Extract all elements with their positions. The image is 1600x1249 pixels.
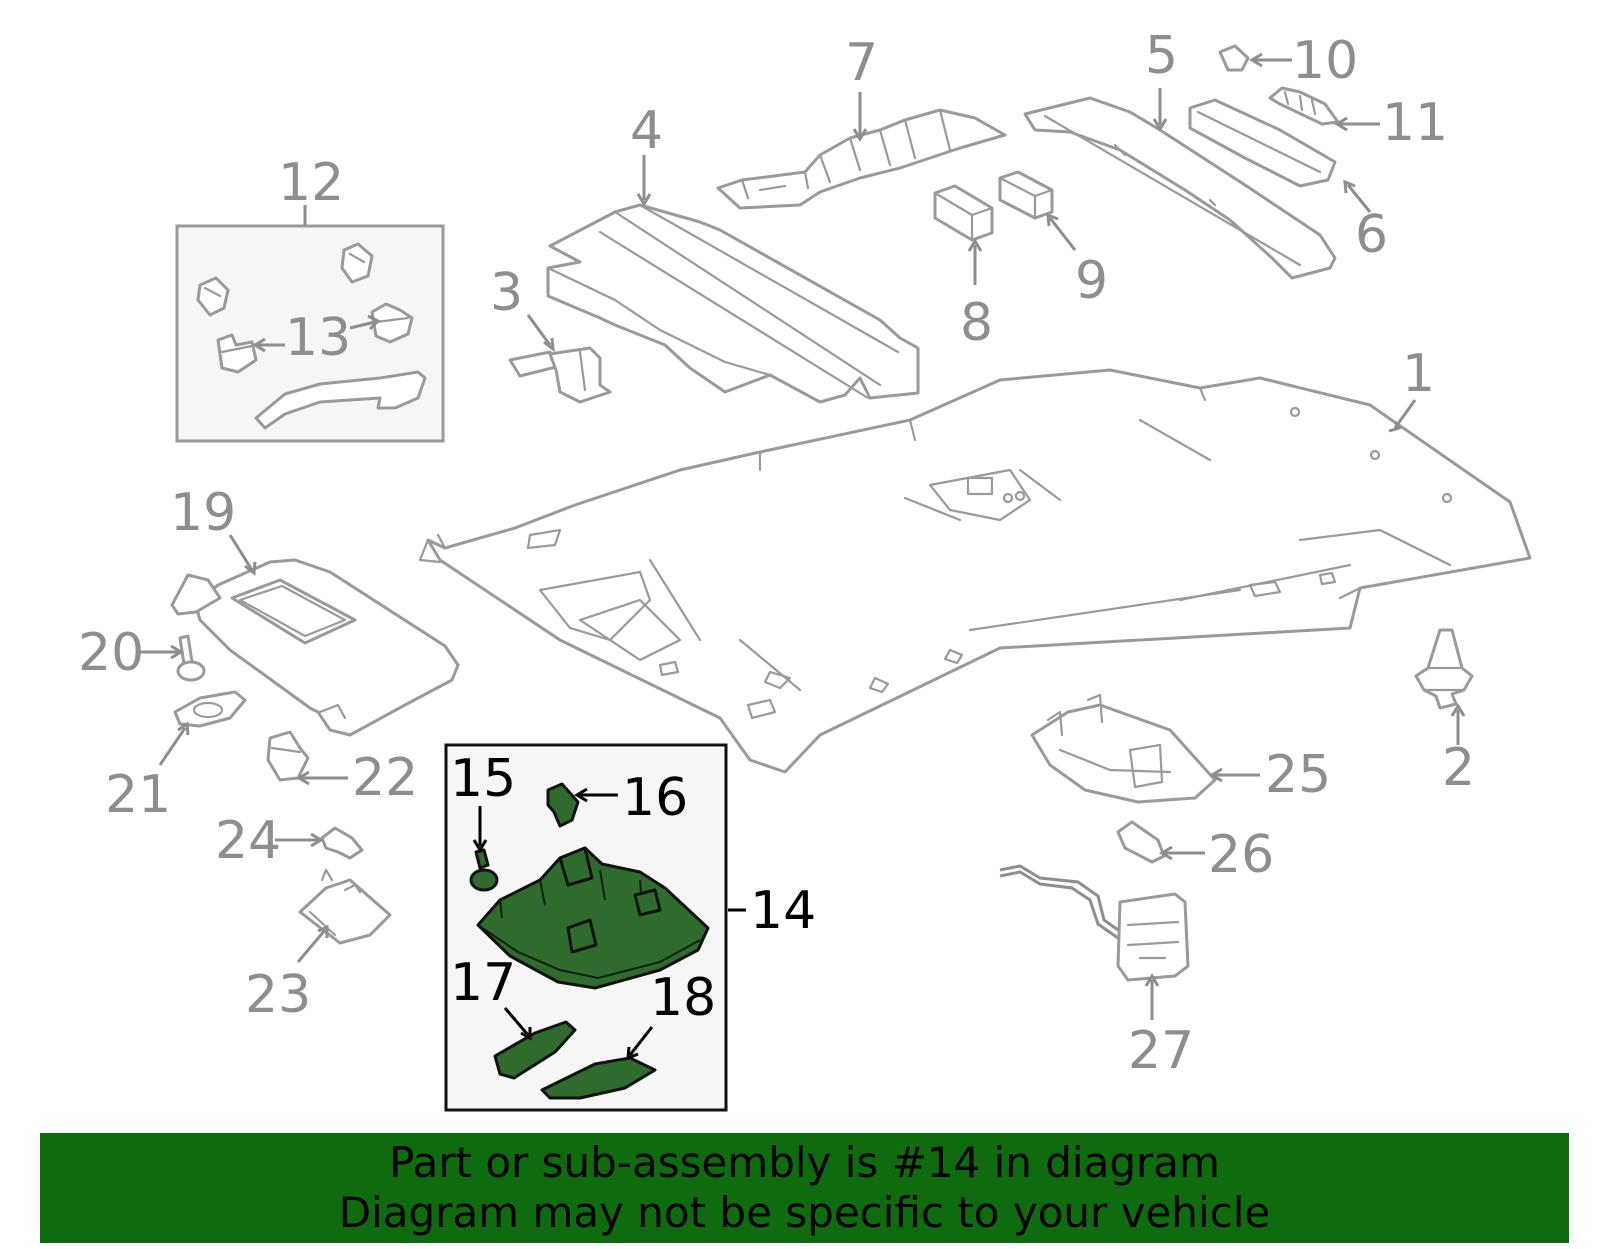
part-26-socket [1116,820,1166,864]
part-3-bracket [508,346,612,404]
callout-26: 26 [1208,825,1274,885]
part-1-headliner [418,368,1532,774]
callout-21: 21 [105,765,171,825]
part-9-block [998,170,1054,220]
callout-7: 7 [845,33,878,93]
callout-12: 12 [278,153,344,213]
part-5-rail [1023,96,1337,280]
info-banner: Part or sub-assembly is #14 in diagram D… [40,1133,1569,1243]
part-22-holder [266,730,310,782]
part-2-clip [1414,628,1474,710]
part-21-cover [173,690,247,728]
part-14-map-lamp-assembly [476,846,710,990]
callout-11: 11 [1382,93,1448,153]
part-24-bulb [320,826,364,860]
callout-9: 9 [1075,251,1108,311]
banner-line-1: Part or sub-assembly is #14 in diagram [389,1138,1220,1187]
part-7-bracket [716,108,1007,210]
callout-22: 22 [352,748,418,808]
part-6-strip [1188,98,1337,188]
part-16-clip [546,782,580,828]
part-10-clip [1218,44,1250,72]
part-15-screw [469,848,499,892]
callout-18: 18 [650,968,716,1028]
callout-25: 25 [1265,745,1331,805]
callout-23: 23 [245,965,311,1025]
callout-4: 4 [630,101,663,161]
callout-15: 15 [450,749,516,809]
callout-13: 13 [285,308,351,368]
callout-5: 5 [1145,26,1178,86]
callout-16: 16 [622,768,688,828]
part-8-block [933,184,994,242]
callout-3: 3 [490,263,523,323]
leader-lines-highlight [472,787,746,1061]
leader-lines [138,52,1466,1020]
callout-2: 2 [1442,738,1475,798]
part-20-screw [176,634,206,682]
callout-27: 27 [1128,1021,1194,1081]
part-11-bracket [1268,86,1340,126]
part-27-module [999,864,1190,982]
banner-line-2: Diagram may not be specific to your vehi… [338,1188,1271,1237]
callout-1: 1 [1402,344,1435,404]
callout-24: 24 [215,811,281,871]
callout-8: 8 [960,293,993,353]
part-18-lens [540,1056,657,1100]
callout-10: 10 [1292,31,1358,91]
callout-6: 6 [1355,205,1388,265]
part-17-lens [493,1020,577,1080]
callout-20: 20 [78,623,144,683]
part-23-lamp-housing [298,868,392,945]
part-19-sun-visor [170,558,460,737]
callout-19: 19 [170,483,236,543]
part-4-beam [546,203,920,404]
callout-17: 17 [450,953,516,1013]
part-12-grip-kit [175,224,445,443]
part-25-lamp-assembly [1030,693,1217,804]
callout-14: 14 [750,881,816,941]
